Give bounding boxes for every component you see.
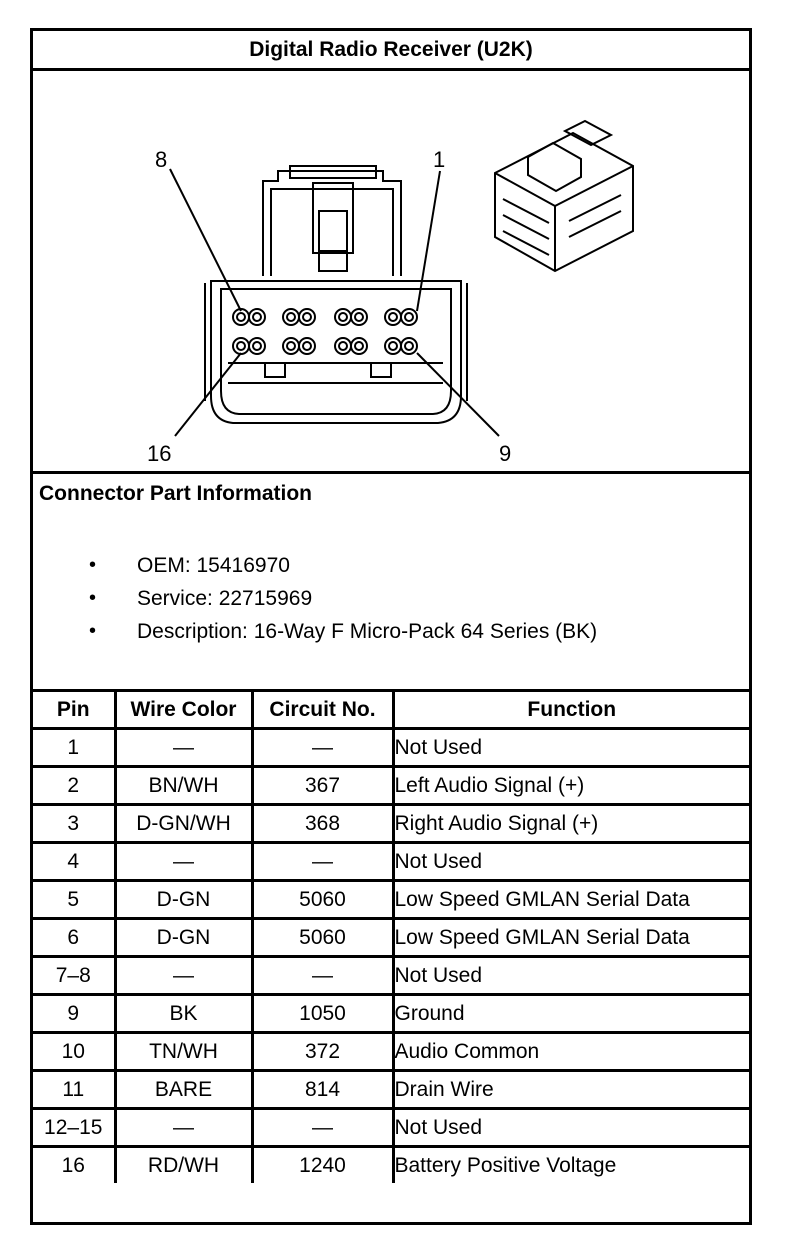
circuit-cell: 368 xyxy=(250,803,395,844)
circuit-cell: 1050 xyxy=(250,993,395,1034)
function-cell: Audio Common xyxy=(391,1031,749,1072)
table-row: 4——Not Used xyxy=(33,841,749,882)
circuit-cell: — xyxy=(250,955,395,996)
wire-color-cell: — xyxy=(113,727,254,768)
pin-cell: 6 xyxy=(33,917,117,958)
pin-label-9: 9 xyxy=(499,441,511,466)
circuit-cell: 5060 xyxy=(250,917,395,958)
page-title: Digital Radio Receiver (U2K) xyxy=(33,31,749,71)
table-row: 7–8——Not Used xyxy=(33,955,749,996)
pin-label-1: 1 xyxy=(433,147,445,172)
table-row: 1——Not Used xyxy=(33,727,749,768)
wire-color-cell: — xyxy=(113,1107,254,1148)
pin-cell: 2 xyxy=(33,765,117,806)
pin-label-16: 16 xyxy=(147,441,171,466)
header-pin: Pin xyxy=(33,692,117,730)
pin-cell: 3 xyxy=(33,803,117,844)
header-circuit-no: Circuit No. xyxy=(250,692,395,730)
header-wire-color: Wire Color xyxy=(113,692,254,730)
wire-color-cell: — xyxy=(113,955,254,996)
function-cell: Not Used xyxy=(391,841,749,882)
wire-color-cell: BN/WH xyxy=(113,765,254,806)
info-heading: Connector Part Information xyxy=(39,482,313,505)
pin-cell: 16 xyxy=(33,1145,117,1183)
connector-diagram: 8 1 16 9 xyxy=(33,71,749,474)
wire-color-cell: D-GN xyxy=(113,879,254,920)
wire-color-cell: D-GN/WH xyxy=(113,803,254,844)
wire-color-cell: TN/WH xyxy=(113,1031,254,1072)
circuit-cell: 5060 xyxy=(250,879,395,920)
wire-color-cell: BK xyxy=(113,993,254,1034)
circuit-cell: — xyxy=(250,1107,395,1148)
connector-face-drawing: 8 1 16 9 xyxy=(147,119,634,466)
pin-cell: 12–15 xyxy=(33,1107,117,1148)
pin-cell: 10 xyxy=(33,1031,117,1072)
function-cell: Low Speed GMLAN Serial Data xyxy=(391,879,749,920)
pin-label-8: 8 xyxy=(155,147,167,172)
bullet-icon: • xyxy=(89,620,97,642)
info-item-description: •Description: 16-Way F Micro-Pack 64 Ser… xyxy=(33,615,597,648)
circuit-cell: 814 xyxy=(250,1069,395,1110)
pin-cell: 9 xyxy=(33,993,117,1034)
table-header-row: Pin Wire Color Circuit No. Function xyxy=(33,692,749,730)
wire-color-cell: — xyxy=(113,841,254,882)
circuit-cell: — xyxy=(250,727,395,768)
header-function: Function xyxy=(391,692,749,730)
function-cell: Right Audio Signal (+) xyxy=(391,803,749,844)
bullet-icon: • xyxy=(89,554,97,576)
function-cell: Battery Positive Voltage xyxy=(391,1145,749,1183)
function-cell: Not Used xyxy=(391,727,749,768)
circuit-cell: 372 xyxy=(250,1031,395,1072)
circuit-cell: 1240 xyxy=(250,1145,395,1183)
circuit-cell: 367 xyxy=(250,765,395,806)
wire-color-cell: D-GN xyxy=(113,917,254,958)
info-item-service: •Service: 22715969 xyxy=(33,582,597,615)
pin-cell: 11 xyxy=(33,1069,117,1110)
function-cell: Ground xyxy=(391,993,749,1034)
function-cell: Not Used xyxy=(391,955,749,996)
connector-sheet: Digital Radio Receiver (U2K) xyxy=(30,28,752,1225)
circuit-cell: — xyxy=(250,841,395,882)
pin-cell: 5 xyxy=(33,879,117,920)
connector-part-information: Connector Part Information •OEM: 1541697… xyxy=(33,474,749,692)
function-cell: Left Audio Signal (+) xyxy=(391,765,749,806)
info-list: •OEM: 15416970 •Service: 22715969 •Descr… xyxy=(33,549,597,648)
pin-cell: 7–8 xyxy=(33,955,117,996)
pin-cell: 1 xyxy=(33,727,117,768)
info-item-oem: •OEM: 15416970 xyxy=(33,549,597,582)
bullet-icon: • xyxy=(89,587,97,609)
function-cell: Low Speed GMLAN Serial Data xyxy=(391,917,749,958)
function-cell: Drain Wire xyxy=(391,1069,749,1110)
table-row: 12–15——Not Used xyxy=(33,1107,749,1148)
pin-table: Pin Wire Color Circuit No. Function 1——N… xyxy=(33,692,749,1183)
wire-color-cell: RD/WH xyxy=(113,1145,254,1183)
function-cell: Not Used xyxy=(391,1107,749,1148)
wire-color-cell: BARE xyxy=(113,1069,254,1110)
pin-cell: 4 xyxy=(33,841,117,882)
